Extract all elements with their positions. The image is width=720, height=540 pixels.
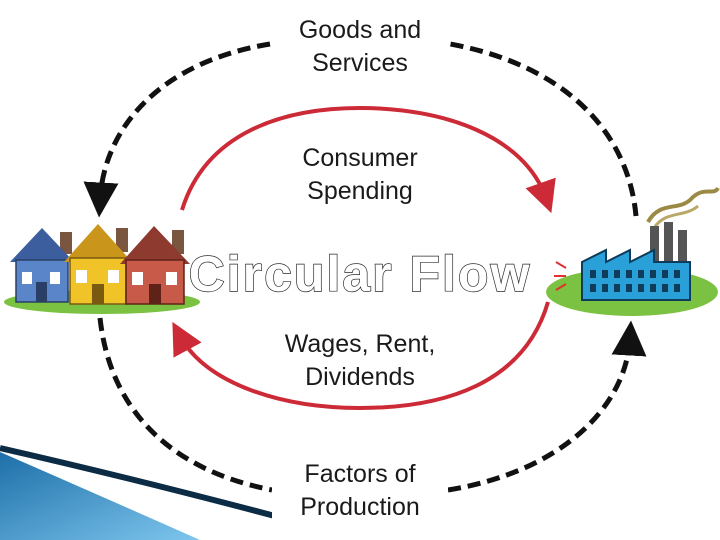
factors-line-from-households xyxy=(97,317,273,493)
label-spending-line-1: Consumer xyxy=(302,144,418,172)
diagram-title: Circular Flow xyxy=(188,245,532,302)
label-spending-line-2: Spending xyxy=(307,177,413,205)
factors-arrow-to-firms xyxy=(447,320,647,493)
label-wages-rent-dividends: Wages, Rent, Dividends xyxy=(252,328,468,394)
label-consumer-spending: Consumer Spending xyxy=(262,142,458,208)
goods-arrow-to-households xyxy=(83,41,271,218)
label-factors-line-2: Production xyxy=(300,493,420,521)
corner-accent xyxy=(0,445,291,540)
spending-arrow-to-firms xyxy=(180,105,556,214)
label-goods-and-services: Goods and Services xyxy=(272,14,448,80)
diagram-title-text: Circular Flow xyxy=(189,246,532,302)
label-goods-line-2: Services xyxy=(312,49,408,77)
label-factors-of-production: Factors of Production xyxy=(272,458,448,524)
wages-arrow-to-households xyxy=(172,301,550,411)
money-flow-arrows xyxy=(172,105,556,411)
houses-icon xyxy=(4,224,200,314)
factory-icon xyxy=(546,186,720,316)
label-goods-line-1: Goods and xyxy=(298,16,422,44)
label-factors-line-1: Factors of xyxy=(304,460,416,488)
label-wages-line-2: Dividends xyxy=(305,363,415,391)
label-wages-line-1: Wages, Rent, xyxy=(284,330,436,358)
goods-line-from-firms xyxy=(449,41,639,217)
goods-flow-arrows xyxy=(83,41,647,493)
